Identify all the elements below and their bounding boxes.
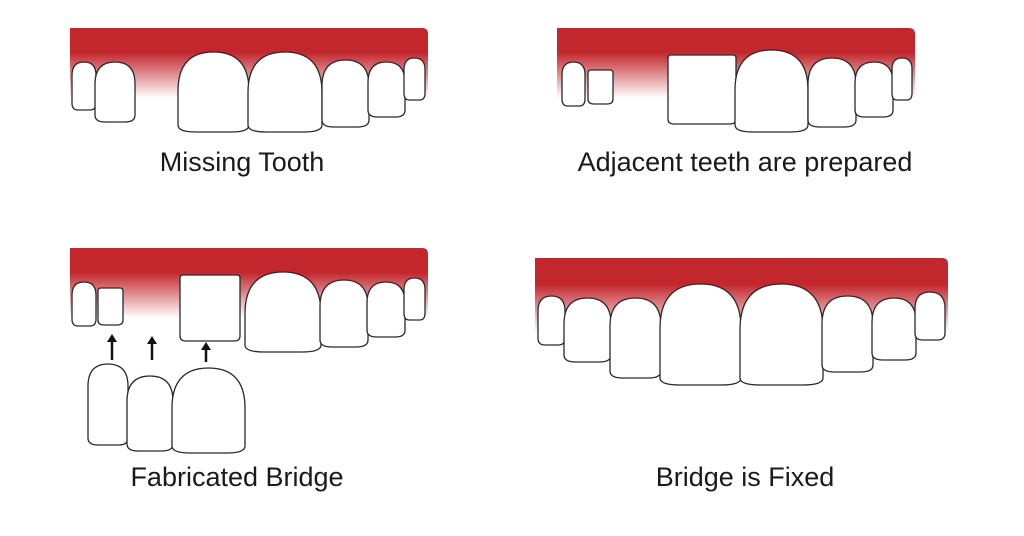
tooth (609, 297, 662, 379)
arrow-up-icon (201, 342, 211, 350)
tooth (244, 271, 322, 353)
tooth (321, 59, 370, 128)
tooth (403, 57, 426, 101)
arrow-up-icon (147, 336, 157, 344)
tooth (807, 57, 857, 128)
tooth (537, 295, 566, 346)
arrow-up-icon (107, 334, 117, 342)
tooth (94, 61, 136, 123)
caption-adjacent-teeth-prepared: Adjacent teeth are prepared (577, 147, 913, 177)
caption-bridge-is-fixed: Bridge is Fixed (655, 462, 835, 492)
tooth (914, 291, 946, 341)
tooth (367, 61, 406, 118)
tooth (821, 295, 874, 373)
tooth (177, 51, 250, 133)
tooth (891, 57, 913, 101)
prepared-tooth (179, 274, 241, 342)
tooth (71, 61, 97, 111)
tooth (739, 283, 824, 386)
caption-missing-tooth: Missing Tooth (159, 147, 325, 177)
tooth (734, 49, 809, 133)
tooth (403, 277, 426, 321)
prepared-tooth (587, 69, 614, 105)
tooth (854, 61, 894, 118)
bridge-pontic (126, 375, 174, 452)
prepared-tooth (97, 287, 124, 326)
tooth (871, 297, 917, 361)
caption-fabricated-bridge: Fabricated Bridge (130, 462, 344, 492)
tooth (247, 51, 323, 133)
tooth (563, 297, 612, 363)
bridge-tooth (87, 363, 129, 446)
tooth (71, 281, 97, 327)
tooth (561, 61, 586, 107)
tooth (319, 279, 369, 348)
tooth (659, 283, 742, 386)
bridge-tooth (171, 367, 246, 454)
prepared-tooth (667, 54, 737, 125)
tooth (366, 281, 406, 338)
